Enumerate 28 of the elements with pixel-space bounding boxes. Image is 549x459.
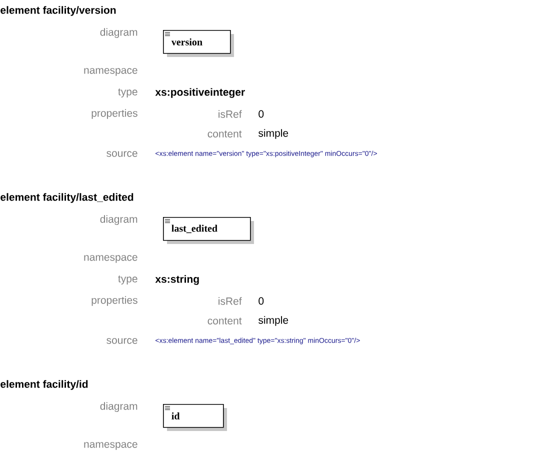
type-value: xs:positiveinteger (155, 88, 245, 98)
field-label: diagram (100, 215, 138, 225)
element-box: version (163, 30, 234, 57)
field-label: namespace (84, 442, 138, 450)
element-box: id (163, 404, 227, 431)
field-label: type (118, 88, 138, 98)
field-label: source (106, 151, 138, 157)
field-label: source (106, 338, 138, 344)
field-label: namespace (84, 255, 138, 263)
field-value: simple (258, 316, 288, 326)
field-value: simple (258, 129, 288, 139)
section-heading: element facility/last_edited (0, 193, 134, 203)
field-label: diagram (100, 28, 138, 38)
type-value: xs:string (155, 275, 199, 285)
field-value: 0 (258, 110, 264, 118)
section-heading: element facility/id (0, 380, 88, 390)
field-label: properties (92, 296, 138, 306)
field-label: isRef (218, 110, 242, 118)
field-label: content (208, 130, 242, 138)
section-heading: element facility/version (0, 6, 116, 16)
field-label: isRef (218, 297, 242, 305)
field-label: properties (92, 109, 138, 119)
field-label: content (208, 318, 242, 324)
field-value: 0 (258, 297, 264, 305)
field-label: diagram (100, 402, 138, 412)
element-box: last_edited (163, 217, 254, 244)
field-label: type (118, 276, 138, 284)
field-label: namespace (84, 68, 138, 76)
